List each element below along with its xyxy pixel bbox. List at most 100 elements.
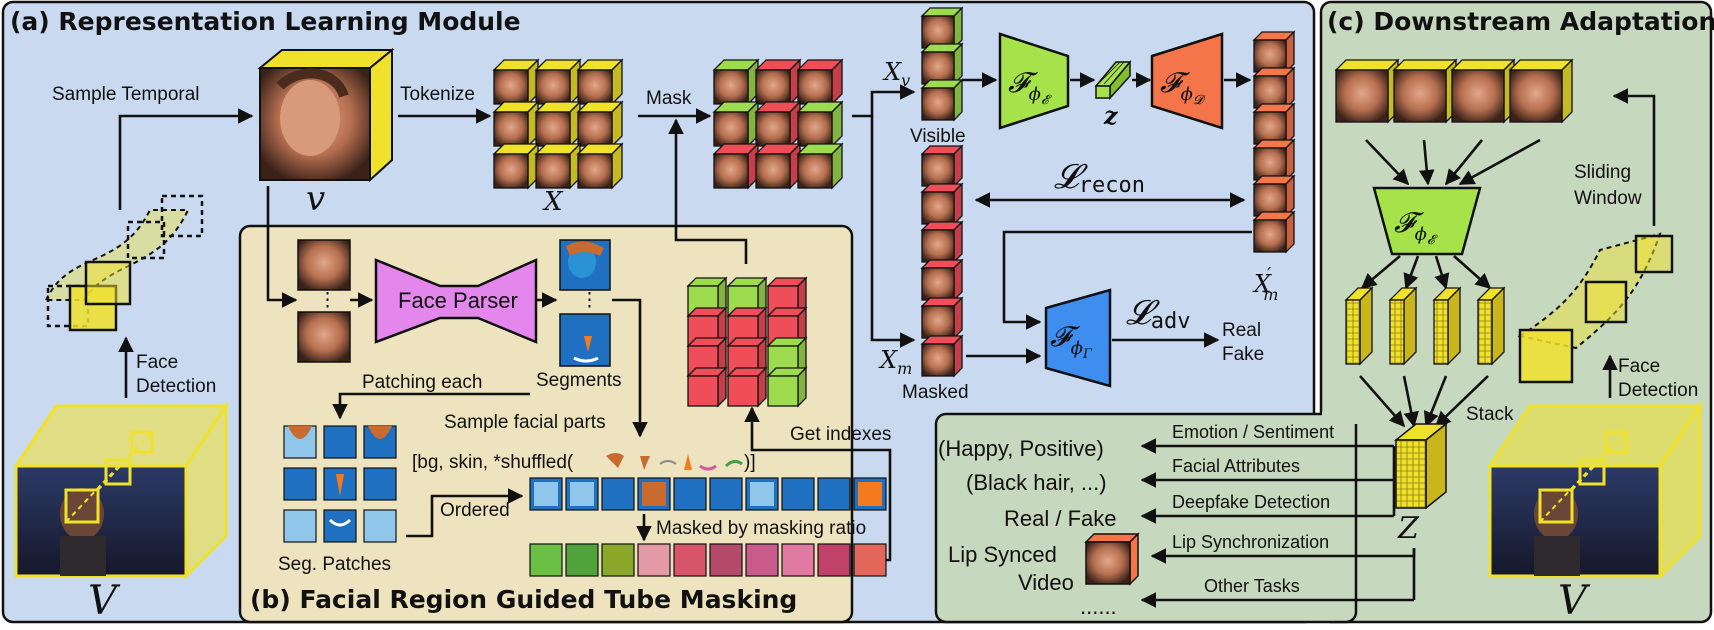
face-detection-label-left-1: Face (136, 352, 178, 373)
feature-slab (1388, 286, 1418, 366)
face-tube-left (44, 194, 204, 332)
recon-token-cube (1252, 66, 1296, 110)
tokenize-label: Tokenize (400, 84, 475, 105)
token-cube (492, 58, 540, 106)
features-to-stack-arrows (1359, 375, 1489, 428)
seg-patch (363, 425, 397, 459)
token-cube (534, 100, 582, 148)
task-output: Lip Synced (948, 542, 1057, 567)
masked-by-ratio-label: Masked by masking ratio (656, 518, 866, 539)
latent-z (1094, 59, 1132, 100)
get-indexes-arrow (744, 406, 892, 562)
video-V-left (13, 401, 229, 580)
indexes-to-mask-arrow (668, 118, 748, 264)
lip-synced-output-line2: Video (1018, 570, 1074, 595)
token-cube (534, 58, 582, 106)
Xv-label: Xv (882, 58, 910, 90)
patching-each-label: Patching each (362, 372, 482, 393)
masked-token-cube (754, 58, 802, 106)
v-label: v (306, 179, 325, 219)
feature-slab (1476, 286, 1506, 366)
masked-token-cube (920, 144, 964, 188)
feature-slab (1344, 286, 1374, 366)
masked-label: Masked (902, 382, 969, 403)
downstream-encoder-block (1372, 186, 1482, 256)
downstream-frames (1334, 58, 1574, 124)
parts-list-end: )] (744, 452, 756, 473)
segments-to-sample-arrow (612, 298, 648, 438)
segments-label: Segments (536, 370, 622, 391)
seg-patch (363, 509, 397, 543)
seg-patch (363, 467, 397, 501)
masked-token-cube (920, 220, 964, 264)
panel-c-cover (1322, 412, 1358, 424)
parser-input-frames (297, 239, 351, 363)
real-label: Real (1222, 320, 1261, 341)
Xm-label: Xm (878, 346, 912, 378)
masked-patch (601, 543, 635, 577)
discriminator-block (1044, 288, 1112, 388)
sample-facial-parts-label: Sample facial parts (444, 412, 606, 433)
seg-patch (283, 425, 317, 459)
video-V-right (1487, 401, 1703, 580)
reconstructed-tokens-Xm-prime (1252, 30, 1296, 254)
masked-patch-row (529, 543, 887, 577)
face-detection-label-right-2: Detection (1618, 380, 1698, 401)
masked-tokens-Xm (920, 144, 964, 378)
recon-token-cube (1252, 30, 1296, 74)
masked-token-cube (796, 142, 844, 190)
token-cube (492, 142, 540, 190)
get-indexes-label: Get indexes (790, 424, 891, 445)
V-label-right: V (1558, 578, 1591, 624)
task-output: (Black hair, ...) (966, 470, 1107, 495)
ordered-patch (817, 477, 851, 511)
masked-token-cube (920, 334, 964, 378)
recon-token-cube (1252, 210, 1296, 254)
downstream-frame (1508, 58, 1574, 124)
face-parser-label: Face Parser (398, 288, 518, 313)
recon-to-disc-arrow (1002, 230, 1252, 330)
masked-patch (781, 543, 815, 577)
z-label: z (1103, 101, 1119, 130)
masked-token-cube (712, 142, 760, 190)
visible-token-cube (920, 6, 964, 50)
stacked-features-Z (1393, 422, 1449, 510)
face-detection-label-left-2: Detection (136, 376, 216, 397)
parts-icons (606, 453, 743, 471)
visible-token-cube (920, 78, 964, 122)
task-output: (Happy, Positive) (938, 436, 1104, 461)
seg-patch (323, 467, 357, 501)
seg-patch (283, 467, 317, 501)
frame-v (257, 47, 395, 183)
task-name: Facial Attributes (1172, 456, 1300, 476)
parser-input-ellipsis: ⋮ (318, 290, 337, 311)
masked-patch (529, 543, 563, 577)
downstream-frame (1392, 58, 1458, 124)
ordered-patch (673, 477, 707, 511)
masked-token-cube (796, 100, 844, 148)
face-parser-block (374, 258, 538, 344)
v-to-parser-arrow (266, 186, 298, 308)
mask-index-grid (686, 276, 808, 408)
downstream-frame (1334, 58, 1400, 124)
fake-label: Fake (1222, 344, 1264, 365)
ordered-patch (637, 477, 671, 511)
V-label-left: V (88, 578, 121, 624)
task-output: Real / Fake (1004, 506, 1117, 531)
sliding-window-arrow (1612, 88, 1656, 226)
masked-token-cube (712, 58, 760, 106)
ordered-patch (853, 477, 887, 511)
masked-token-cube (754, 142, 802, 190)
visible-token-cube (920, 42, 964, 86)
stack-label: Stack (1466, 404, 1514, 425)
task-name: Lip Synchronization (1172, 532, 1329, 552)
task-list: Emotion / Sentiment(Happy, Positive)Faci… (938, 422, 1334, 619)
masked-patch (817, 543, 851, 577)
token-cube (576, 100, 624, 148)
ordered-patch (565, 477, 599, 511)
seg-patch (323, 425, 357, 459)
ordered-patch (529, 477, 563, 511)
ordered-patch (781, 477, 815, 511)
masked-token-cube (920, 182, 964, 226)
